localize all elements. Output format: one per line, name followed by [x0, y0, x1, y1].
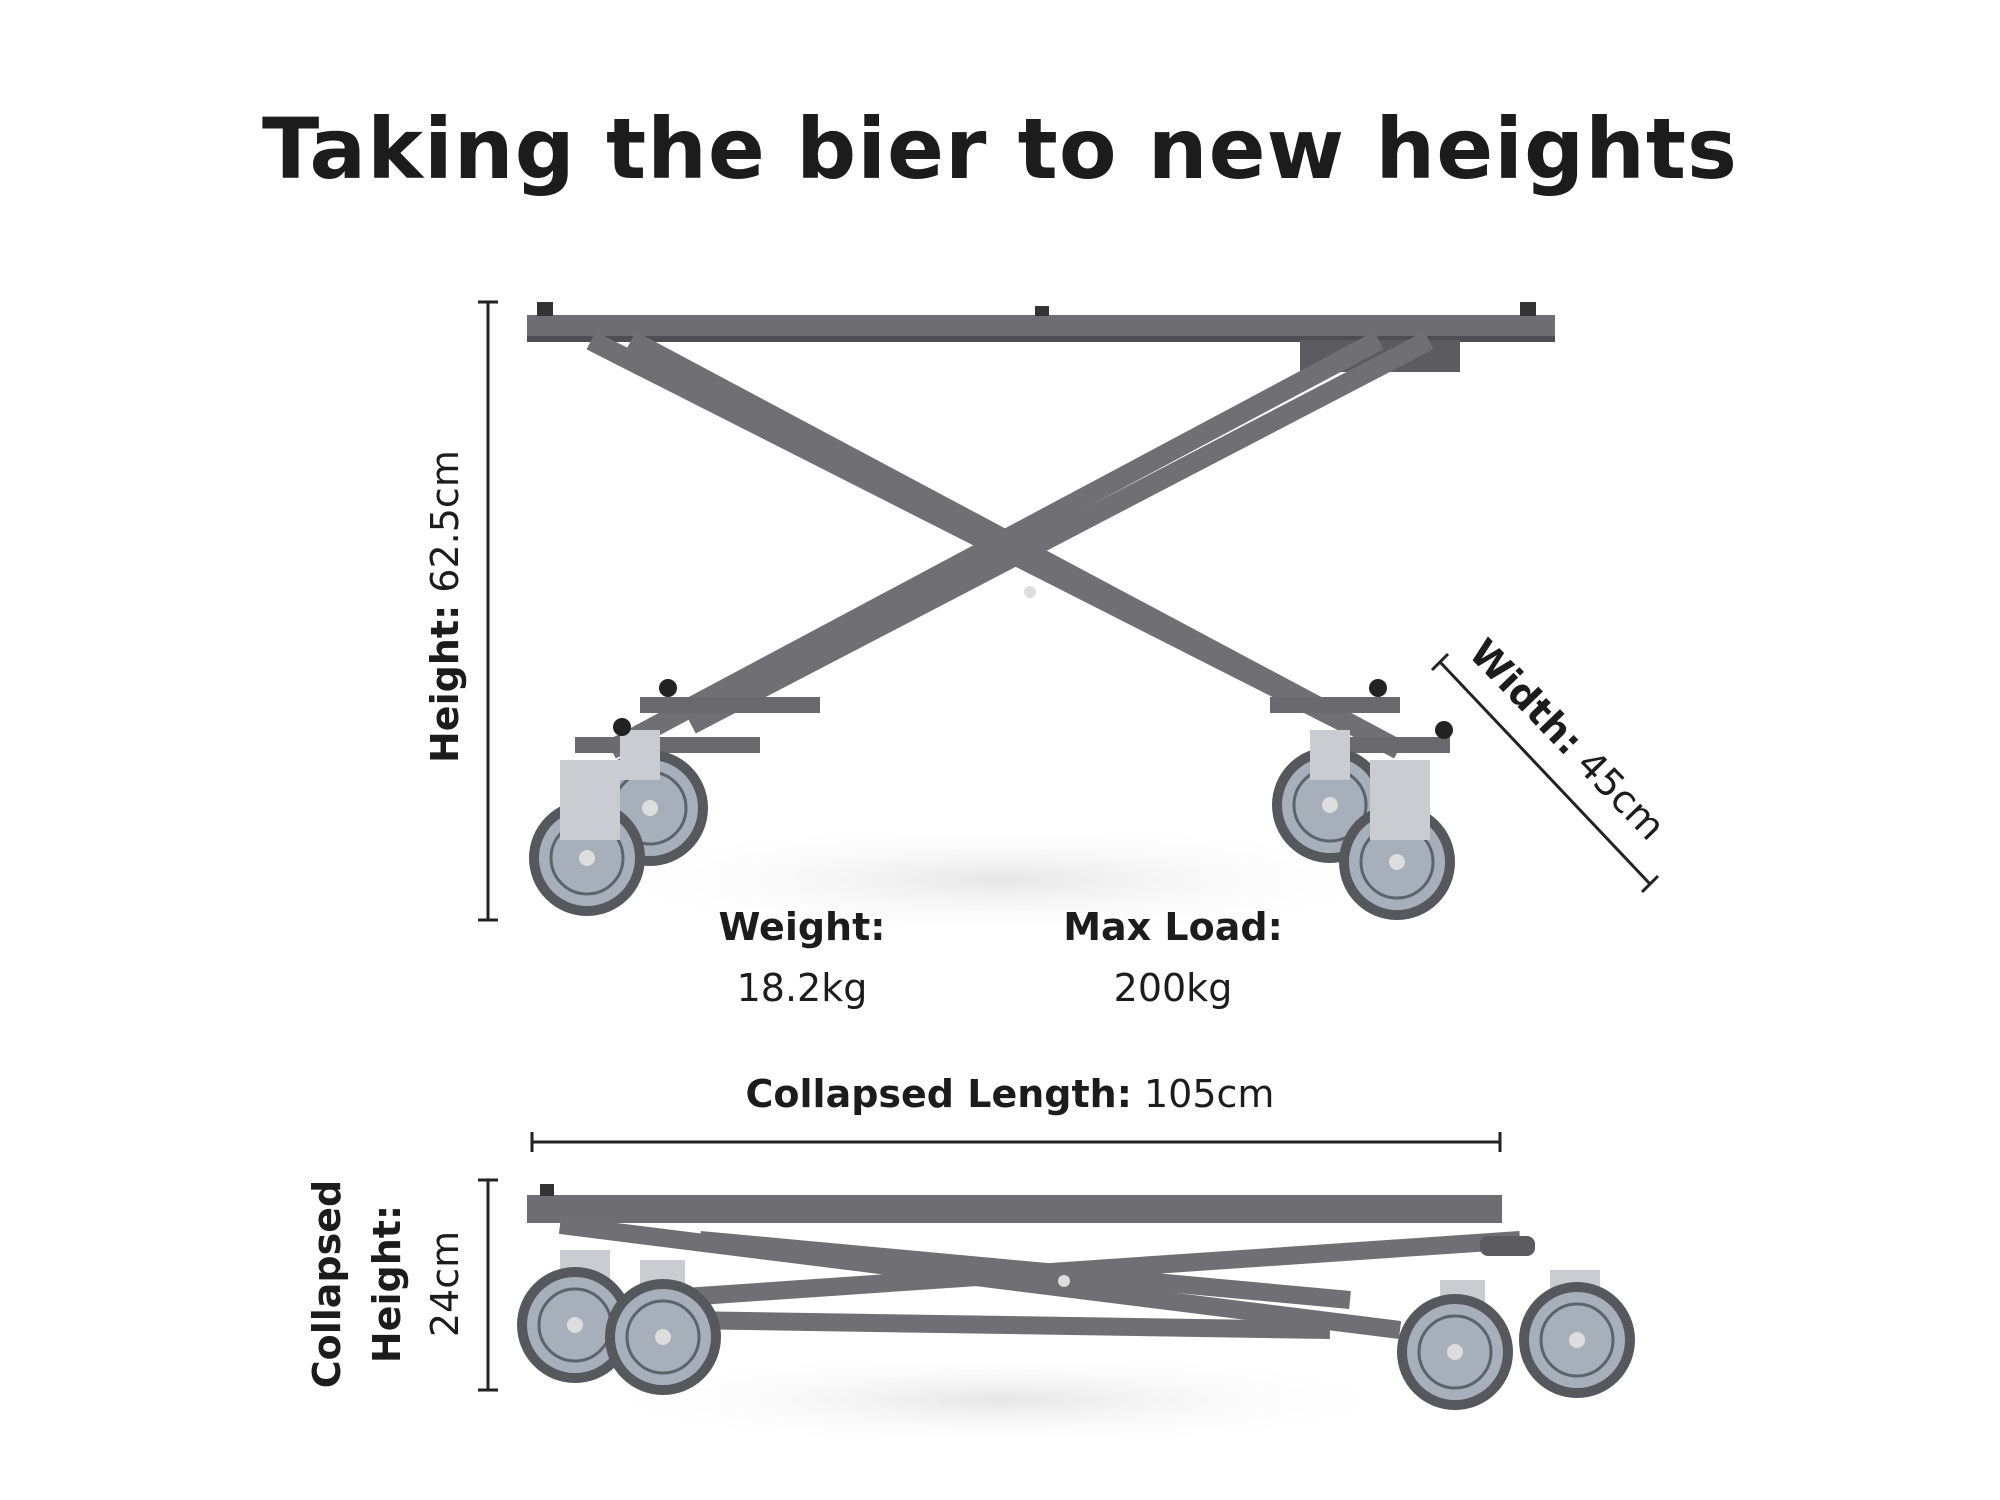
- expanded-bier-image: [527, 302, 1555, 940]
- collapsed-length-dimension-line: [530, 1132, 1502, 1152]
- weight-value: 18.2kg: [736, 966, 868, 1010]
- height-value: 62.5cm: [423, 450, 467, 593]
- collapsed-bier-image: [515, 1184, 1637, 1450]
- max-load-label: Max Load:: [1063, 905, 1283, 949]
- height-label: Height: 62.5cm: [423, 450, 467, 763]
- page-title: Taking the bier to new heights: [261, 100, 1739, 198]
- max-load-value: 200kg: [1113, 966, 1233, 1010]
- collapsed-length-value: 105cm: [1144, 1072, 1275, 1116]
- collapsed-height-label-line2: Height:: [365, 1204, 409, 1364]
- collapsed-height-dimension-line: [478, 1178, 498, 1392]
- collapsed-length-key: Collapsed Length:: [745, 1072, 1132, 1116]
- height-label-key: Height:: [423, 604, 467, 763]
- collapsed-height-label-line1: Collapsed: [305, 1179, 349, 1389]
- height-dimension-line: [478, 300, 498, 922]
- collapsed-height-value: 24cm: [423, 1230, 467, 1338]
- weight-label: Weight:: [718, 905, 886, 949]
- width-dimension-line: [1430, 652, 1660, 894]
- collapsed-length-label: Collapsed Length: 105cm: [660, 1072, 1360, 1116]
